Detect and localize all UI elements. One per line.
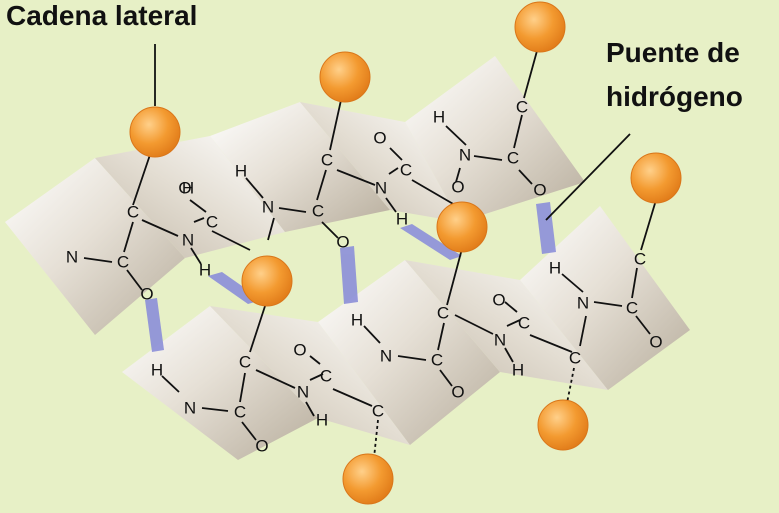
nitrogen-atom: N — [375, 179, 387, 198]
hydrogen-bond — [145, 298, 164, 352]
carbon-atom: C — [320, 367, 332, 386]
hydrogen-bond — [340, 246, 358, 304]
carbon-atom: C — [234, 403, 246, 422]
hydrogen-atom: H — [549, 259, 561, 278]
oxygen-atom: O — [451, 178, 464, 197]
upper-strand — [5, 56, 585, 335]
carbon-atom: C — [127, 203, 139, 222]
nitrogen-atom: N — [380, 347, 392, 366]
hydrogen-bond — [400, 224, 462, 260]
hydrogen-bond — [536, 202, 556, 254]
carbon-atom: C — [516, 98, 528, 117]
hydrogen-atom: H — [316, 411, 328, 430]
side-chain-sphere — [436, 201, 488, 253]
oxygen-atom: O — [255, 437, 268, 456]
side-chain-label: Cadena lateral — [6, 0, 198, 31]
side-chain-sphere — [630, 152, 682, 204]
oxygen-atom: O — [336, 233, 349, 252]
carbon-atom: C — [634, 250, 646, 269]
pleat-plane — [405, 56, 585, 222]
hydrogen-atom: H — [182, 179, 194, 198]
nitrogen-atom: N — [577, 294, 589, 313]
side-chain-sphere — [342, 453, 394, 505]
carbon-atom: C — [400, 161, 412, 180]
hydrogen-bond-label-line2: hidrógeno — [606, 81, 743, 112]
carbon-atom: C — [626, 299, 638, 318]
side-chain-sphere — [537, 399, 589, 451]
oxygen-atom: O — [492, 291, 505, 310]
carbon-atom: C — [117, 253, 129, 272]
carbon-atom: C — [321, 151, 333, 170]
pleat-plane — [5, 158, 185, 335]
side-chain-sphere — [319, 51, 371, 103]
hydrogen-bond-label-line1: Puente de — [606, 37, 740, 68]
oxygen-atom: O — [140, 285, 153, 304]
side-chain-sphere — [514, 1, 566, 53]
hydrogen-atom: H — [151, 361, 163, 380]
carbon-atom: C — [312, 202, 324, 221]
hydrogen-atom: H — [512, 361, 524, 380]
pleat-plane — [318, 260, 500, 445]
nitrogen-atom: N — [182, 231, 194, 250]
oxygen-atom: O — [649, 333, 662, 352]
carbon-atom: C — [569, 349, 581, 368]
hydrogen-atom: H — [396, 210, 408, 229]
side-chain-sphere — [129, 106, 181, 158]
nitrogen-atom: N — [184, 399, 196, 418]
lower-strand — [122, 206, 690, 460]
carbon-atom: C — [431, 351, 443, 370]
nitrogen-atom: N — [66, 248, 78, 267]
pleat-plane — [95, 136, 285, 258]
hydrogen-bond-pointer — [545, 133, 631, 221]
oxygen-atom: O — [293, 341, 306, 360]
oxygen-atom: O — [533, 181, 546, 200]
pleat-plane — [210, 306, 410, 445]
side-chains — [129, 1, 682, 505]
nitrogen-atom: N — [297, 383, 309, 402]
carbon-atom: C — [507, 149, 519, 168]
nitrogen-atom: N — [262, 198, 274, 217]
oxygen-atom: O — [451, 383, 464, 402]
carbon-atom: C — [372, 402, 384, 421]
carbon-atom: C — [437, 304, 449, 323]
hydrogen-bonds — [145, 202, 556, 352]
hydrogen-atom: H — [351, 311, 363, 330]
hydrogen-atom: H — [235, 162, 247, 181]
pleat-plane — [520, 206, 690, 390]
oxygen-atom: O — [373, 129, 386, 148]
nitrogen-atom: N — [459, 146, 471, 165]
carbon-atom: C — [518, 314, 530, 333]
hydrogen-atom: H — [199, 261, 211, 280]
pleat-plane — [300, 102, 460, 222]
carbon-atom: C — [239, 353, 251, 372]
side-chain-sphere — [241, 255, 293, 307]
pleat-plane — [210, 102, 390, 232]
hydrogen-atom: H — [433, 108, 445, 127]
carbon-atom: C — [206, 213, 218, 232]
oxygen-atom: O — [178, 179, 191, 198]
pleat-plane — [122, 306, 318, 460]
backbone-bonds — [83, 39, 657, 459]
pleat-plane — [405, 260, 608, 390]
nitrogen-atom: N — [494, 331, 506, 350]
